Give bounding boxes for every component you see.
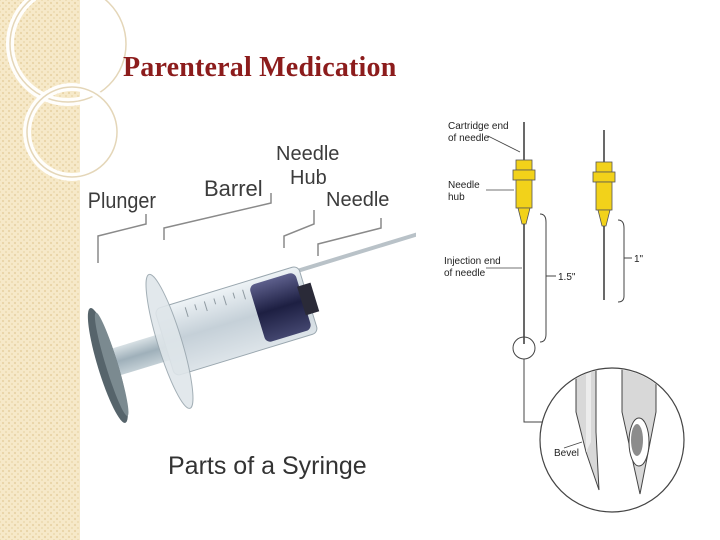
needle-parts-diagram: Cartridge end of needle Needle hub Injec…: [444, 121, 685, 513]
needle-hub-diagram-label-line1: Needle: [448, 180, 480, 191]
cartridge-end-label-line1: Cartridge end: [448, 121, 509, 132]
injection-end-label-line1: Injection end: [444, 256, 501, 267]
bevel-label: Bevel: [554, 448, 579, 459]
plunger-label: Plunger: [88, 189, 156, 213]
syringe-caption: Parts of a Syringe: [168, 452, 367, 480]
needle-hub-label-line1: Needle: [276, 143, 339, 165]
length-long-label: 1.5": [558, 272, 576, 283]
injection-end-label-line2: of needle: [444, 268, 486, 279]
needle-label: Needle: [326, 189, 389, 211]
needle-hub-long: [512, 159, 536, 225]
slide-title: Parenteral Medication: [123, 52, 397, 83]
barrel-label: Barrel: [204, 176, 263, 201]
needle-hub-label-line2: Hub: [290, 167, 327, 189]
needle-hub-short: [592, 161, 616, 227]
cartridge-end-label-line2: of needle: [448, 133, 490, 144]
needle-hub-diagram-label-line2: hub: [448, 192, 465, 203]
decorative-rings: [6, 0, 130, 181]
length-short-label: 1": [634, 254, 644, 265]
syringe-parts-image: Plunger Barrel Needle Hub Needle Parts o…: [88, 143, 416, 480]
